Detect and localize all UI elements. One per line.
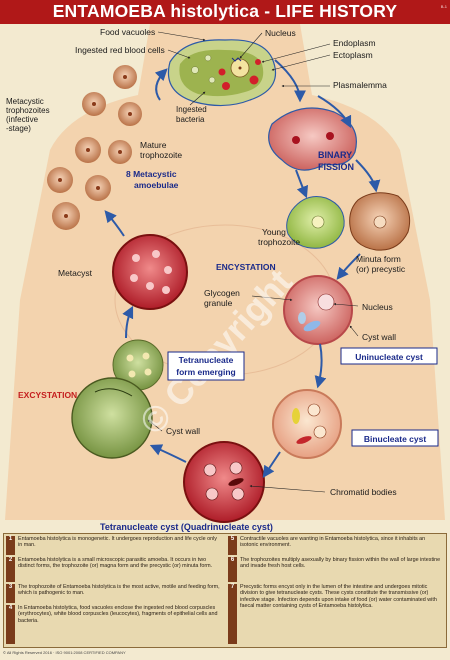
binucleate-cyst — [272, 389, 342, 459]
note-text: Precystic forms encyst only in the lumen… — [240, 584, 437, 610]
note-number: 7 — [228, 584, 237, 644]
label-glycogen-1: Glycogen — [204, 288, 240, 298]
label-tetra-emerging-2: form emerging — [176, 367, 236, 377]
tetranucleate-cyst — [183, 441, 265, 523]
label-nucleus-cyst: Nucleus — [362, 302, 393, 312]
note-number: 3 — [6, 584, 15, 603]
label-minuta-1: Minuta form — [356, 254, 401, 264]
note-3: 3 The trophozoite of Entamoeba histolyti… — [6, 584, 224, 603]
footer-text: © All Rights Reserved 2016 · ISO 9001:20… — [3, 650, 126, 655]
label-nucleus-top: Nucleus — [265, 28, 296, 38]
note-text: The trophozoites multiply asexually by b… — [240, 557, 441, 570]
note-1: 1 Entamoeba histolytica is monogenetic. … — [6, 536, 224, 555]
label-metacystic-3: (infective — [6, 115, 39, 124]
label-glycogen-2: granule — [204, 298, 233, 308]
label-ectoplasm: Ectoplasm — [333, 50, 373, 60]
uninucleate-cyst-box: Uninucleate cyst — [340, 347, 438, 365]
young-trophozoite-cell — [286, 196, 345, 249]
note-text: Entamoeba histolytica is monogenetic. It… — [18, 536, 217, 549]
metacystic-trophozoites — [47, 65, 142, 230]
uninucleate-cyst — [283, 275, 353, 345]
note-2: 2 Entamoeba histolytica is a small micro… — [6, 557, 224, 582]
tetranucleate-emerging-box: Tetranucleate form emerging — [167, 351, 245, 381]
label-binary: BINARY — [318, 150, 352, 160]
label-binucleate-cyst: Binucleate cyst — [364, 434, 427, 444]
note-text: Entamoeba histolytica is a small microsc… — [18, 557, 213, 570]
label-cyst-wall: Cyst wall — [362, 332, 396, 342]
label-metacyst: Metacyst — [58, 268, 93, 278]
page-title: ENTAMOEBA histolytica - LIFE HISTORY — [0, 1, 450, 22]
label-excystation: EXCYSTATION — [18, 390, 77, 400]
binary-fission-cell — [268, 107, 357, 171]
label-ingested: Ingested — [176, 105, 207, 114]
note-text: In Entamoeba histolytica, food vacuoles … — [18, 605, 218, 624]
leader-lines — [147, 31, 359, 493]
notes-panel: 1 Entamoeba histolytica is monogenetic. … — [3, 533, 447, 648]
title-separator: - — [264, 1, 271, 21]
note-6: 6 The trophozoites multiply asexually by… — [228, 557, 444, 582]
label-young-2: trophozoite — [258, 237, 300, 247]
label-tetra-emerging-1: Tetranucleate — [179, 355, 234, 365]
label-minuta-2: (or) precystic — [356, 264, 406, 274]
label-encystation: ENCYSTATION — [216, 262, 276, 272]
label-chromatid-bodies: Chromatid bodies — [330, 487, 397, 497]
excystation-cyst-wall — [71, 377, 153, 459]
label-uninucleate-cyst: Uninucleate cyst — [355, 352, 423, 362]
life-cycle-diagram: © Copyright Food vacuoles Nucleus Ingest… — [0, 24, 450, 533]
title-code: B-1 — [440, 4, 447, 9]
label-metacystic-1: Metacystic — [6, 97, 44, 106]
label-ingested-rbc: Ingested red blood cells — [75, 45, 165, 55]
metacyst — [112, 234, 188, 310]
title-main: ENTAMOEBA histolytica — [52, 1, 260, 21]
label-cyst-wall-left: Cyst wall — [166, 426, 200, 436]
label-tetranucleate-cyst: Tetranucleate cyst (Quadrinucleate cyst) — [100, 522, 273, 532]
label-endoplasm: Endoplasm — [333, 38, 376, 48]
note-7: 7 Precystic forms encyst only in the lum… — [228, 584, 444, 644]
title-bar — [0, 0, 450, 24]
note-number: 4 — [6, 605, 15, 644]
title-sub: LIFE HISTORY — [275, 1, 398, 21]
label-fission: FISSION — [318, 162, 354, 172]
label-bacteria: bacteria — [176, 115, 205, 124]
trophozoite-main — [167, 39, 277, 107]
note-number: 5 — [228, 536, 237, 555]
cycle-arrows — [104, 59, 381, 478]
label-mature-1: Mature — [140, 140, 167, 150]
label-metacystic-4: -stage) — [6, 124, 31, 133]
note-text: Contractile vacuoles are wanting in Enta… — [240, 536, 426, 549]
note-5: 5 Contractile vacuoles are wanting in En… — [228, 536, 444, 555]
label-food-vacuoles: Food vacuoles — [100, 27, 155, 37]
label-plasmalemma: Plasmalemma — [333, 80, 387, 90]
label-amoebulae-1: 8 Metacystic — [126, 169, 177, 179]
note-number: 1 — [6, 536, 15, 555]
note-number: 2 — [6, 557, 15, 582]
note-number: 6 — [228, 557, 237, 582]
note-4: 4 In Entamoeba histolytica, food vacuole… — [6, 605, 224, 644]
note-text: The trophozoite of Entamoeba histolytica… — [18, 584, 220, 597]
label-metacystic-2: trophozoites — [6, 106, 50, 115]
binucleate-cyst-box: Binucleate cyst — [351, 429, 439, 447]
label-young-1: Young — [262, 227, 286, 237]
minuta-form-cell — [349, 192, 411, 251]
label-amoebulae-2: amoebulae — [134, 180, 179, 190]
label-mature-2: trophozoite — [140, 150, 182, 160]
